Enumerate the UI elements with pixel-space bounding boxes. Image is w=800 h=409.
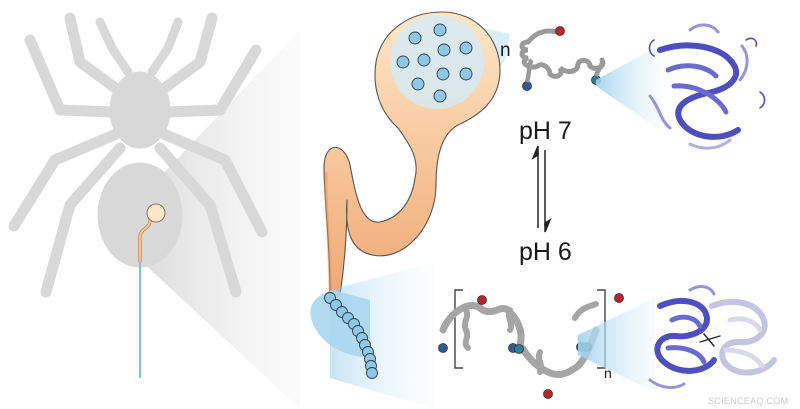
repeat-n-top: n — [500, 40, 511, 61]
soluble-protein-droplets — [390, 15, 484, 109]
equilibrium-arrows-icon — [531, 145, 552, 233]
watermark: SCIENCEAQ.COM — [708, 396, 789, 406]
spider-icon — [8, 12, 268, 298]
ph7-label: pH 7 — [519, 117, 572, 145]
spidroin-chain-monomer — [519, 26, 606, 91]
protein-ribbon-monomer-icon — [648, 23, 766, 150]
repeat-n-bottom: n — [604, 365, 612, 381]
c-terminal-blue — [522, 81, 532, 91]
silk-gland-small-icon — [138, 203, 166, 262]
ph6-label: pH 6 — [519, 238, 572, 266]
protein-ribbon-dimer-icon — [648, 285, 777, 389]
cone-to-protein-bottom — [578, 298, 655, 392]
cone-to-protein-top — [596, 45, 660, 130]
n-terminal-red — [555, 26, 565, 36]
aligned-droplet-chain — [324, 292, 378, 379]
duct-outlet-shading — [310, 290, 370, 358]
spidroin-chain-dimer — [438, 289, 624, 399]
